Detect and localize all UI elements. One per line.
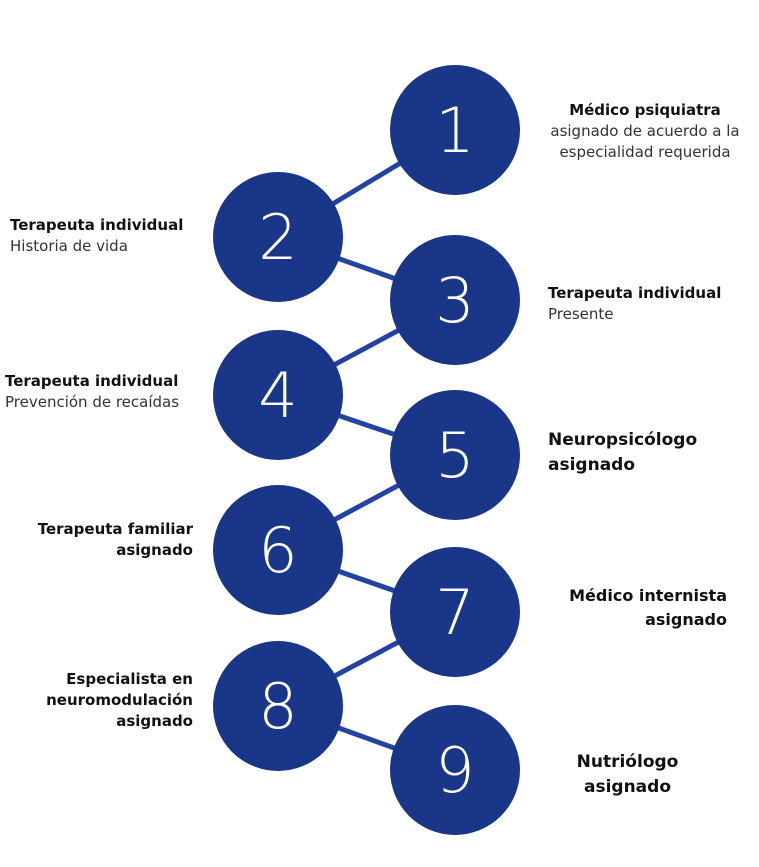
step-label-7: Médico internista asignado	[569, 586, 727, 629]
step-label-3: Terapeuta individual Presente	[548, 283, 721, 325]
step-title: Terapeuta individual	[548, 284, 722, 302]
step-label-5: Neuropsicólogo asignado	[548, 430, 698, 475]
step-subtitle: Presente	[548, 305, 614, 323]
step-label-6: Terapeuta familiar asignado	[37, 520, 193, 559]
step-title: Terapeuta individual	[10, 216, 184, 234]
step-circle-7: 7	[390, 547, 520, 677]
step-label-8: Especialista en neuromodulación asignado	[46, 670, 193, 730]
step-circle-6: 6	[213, 485, 343, 615]
step-subtitle: Historia de vida	[10, 237, 128, 255]
step-label-4: Terapeuta individual Prevención de recaí…	[5, 371, 179, 413]
step-circle-4: 4	[213, 330, 343, 460]
step-label-1: Médico psiquiatra asignado de acuerdo a …	[525, 100, 759, 163]
step-subtitle: Prevención de recaídas	[5, 393, 180, 411]
step-label-2: Terapeuta individual Historia de vida	[10, 215, 183, 257]
step-circle-3: 3	[390, 235, 520, 365]
step-circle-1: 1	[390, 65, 520, 195]
step-subtitle: asignado de acuerdo a la especialidad re…	[550, 122, 740, 161]
step-circle-8: 8	[213, 641, 343, 771]
step-title: Médico psiquiatra	[569, 101, 721, 119]
step-circle-9: 9	[390, 705, 520, 835]
step-circle-5: 5	[390, 390, 520, 520]
step-label-9: Nutriólogo asignado	[576, 752, 679, 797]
step-circle-2: 2	[213, 172, 343, 302]
step-title: Terapeuta individual	[5, 372, 179, 390]
